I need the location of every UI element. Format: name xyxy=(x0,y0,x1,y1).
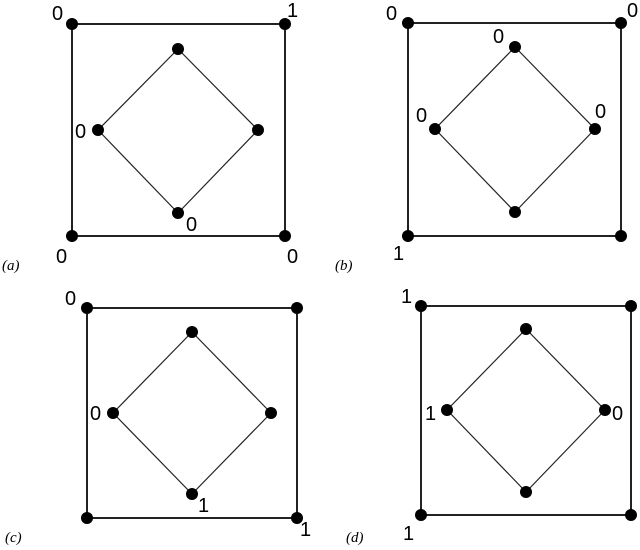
vertex-node xyxy=(172,43,184,55)
vertex-label: 0 xyxy=(75,121,86,143)
vertex-node xyxy=(509,41,521,53)
vertex-label: 0 xyxy=(612,403,623,425)
inner-edge xyxy=(434,128,516,213)
inner-edge xyxy=(525,328,606,411)
vertex-node xyxy=(415,509,427,521)
vertex-node xyxy=(520,323,532,335)
vertex-node xyxy=(186,488,198,500)
vertex-node xyxy=(279,230,291,242)
vertex-label: 0 xyxy=(493,26,504,48)
vertex-node xyxy=(107,407,119,419)
vertex-node xyxy=(265,407,277,419)
inner-edge xyxy=(191,331,272,414)
vertex-label: 1 xyxy=(425,403,436,425)
inner-edge xyxy=(446,328,527,411)
vertex-node xyxy=(520,486,532,498)
inner-edge xyxy=(434,46,516,130)
vertex-label: 1 xyxy=(198,495,209,517)
vertex-node xyxy=(402,230,414,242)
vertex-node xyxy=(66,230,78,242)
inner-edge xyxy=(177,129,259,214)
vertex-node xyxy=(81,302,93,314)
vertex-label: 1 xyxy=(287,0,298,22)
inner-edge xyxy=(514,46,596,130)
vertex-node xyxy=(441,404,453,416)
vertex-node xyxy=(252,124,264,136)
inner-edge xyxy=(191,412,272,495)
vertex-node xyxy=(589,123,601,135)
inner-edge xyxy=(525,409,606,493)
vertex-node xyxy=(186,326,198,338)
vertex-node xyxy=(625,509,637,521)
vertex-node xyxy=(92,124,104,136)
vertex-node xyxy=(615,17,627,29)
vertex-node xyxy=(599,404,611,416)
vertex-node xyxy=(291,302,303,314)
vertex-node xyxy=(81,512,93,524)
vertex-node xyxy=(291,512,303,524)
inner-edge xyxy=(97,48,179,131)
vertex-label: 0 xyxy=(386,3,397,25)
inner-edge xyxy=(177,48,259,131)
vertex-node xyxy=(625,300,637,312)
panel-caption: (a) xyxy=(2,258,20,274)
inner-edge xyxy=(514,128,596,213)
inner-edge xyxy=(97,129,179,214)
vertex-label: 0 xyxy=(595,101,606,123)
inner-edge xyxy=(446,409,527,493)
panel-c: 0 0 1 1 (c) xyxy=(5,288,311,546)
inner-edge xyxy=(112,412,193,495)
vertex-label: 0 xyxy=(287,246,298,268)
vertex-node xyxy=(415,300,427,312)
inner-edge xyxy=(112,331,193,414)
vertex-node xyxy=(615,230,627,242)
vertex-label: 1 xyxy=(401,286,412,308)
vertex-label: 0 xyxy=(627,0,638,22)
vertex-label: 0 xyxy=(416,105,427,127)
vertex-label: 0 xyxy=(90,403,101,425)
vertex-node xyxy=(279,18,291,30)
vertex-node xyxy=(429,123,441,135)
vertex-node xyxy=(402,17,414,29)
vertex-label: 1 xyxy=(300,519,311,541)
vertex-label: 0 xyxy=(52,3,63,25)
vertex-label: 0 xyxy=(186,214,197,236)
panel-caption: (c) xyxy=(5,530,22,546)
panel-d: 1 1 0 1 (d) xyxy=(346,286,637,546)
vertex-label: 0 xyxy=(65,288,76,310)
panel-caption: (b) xyxy=(335,258,353,274)
panel-a: 0 1 0 0 0 0 (a) xyxy=(2,0,298,274)
panel-b: 0 0 0 0 0 1 (b) xyxy=(335,0,638,274)
vertex-node xyxy=(66,18,78,30)
vertex-node xyxy=(509,206,521,218)
vertex-label: 0 xyxy=(56,246,67,268)
panel-caption: (d) xyxy=(346,530,364,546)
vertex-node xyxy=(172,207,184,219)
vertex-label: 1 xyxy=(393,243,404,265)
vertex-label: 1 xyxy=(403,523,414,545)
